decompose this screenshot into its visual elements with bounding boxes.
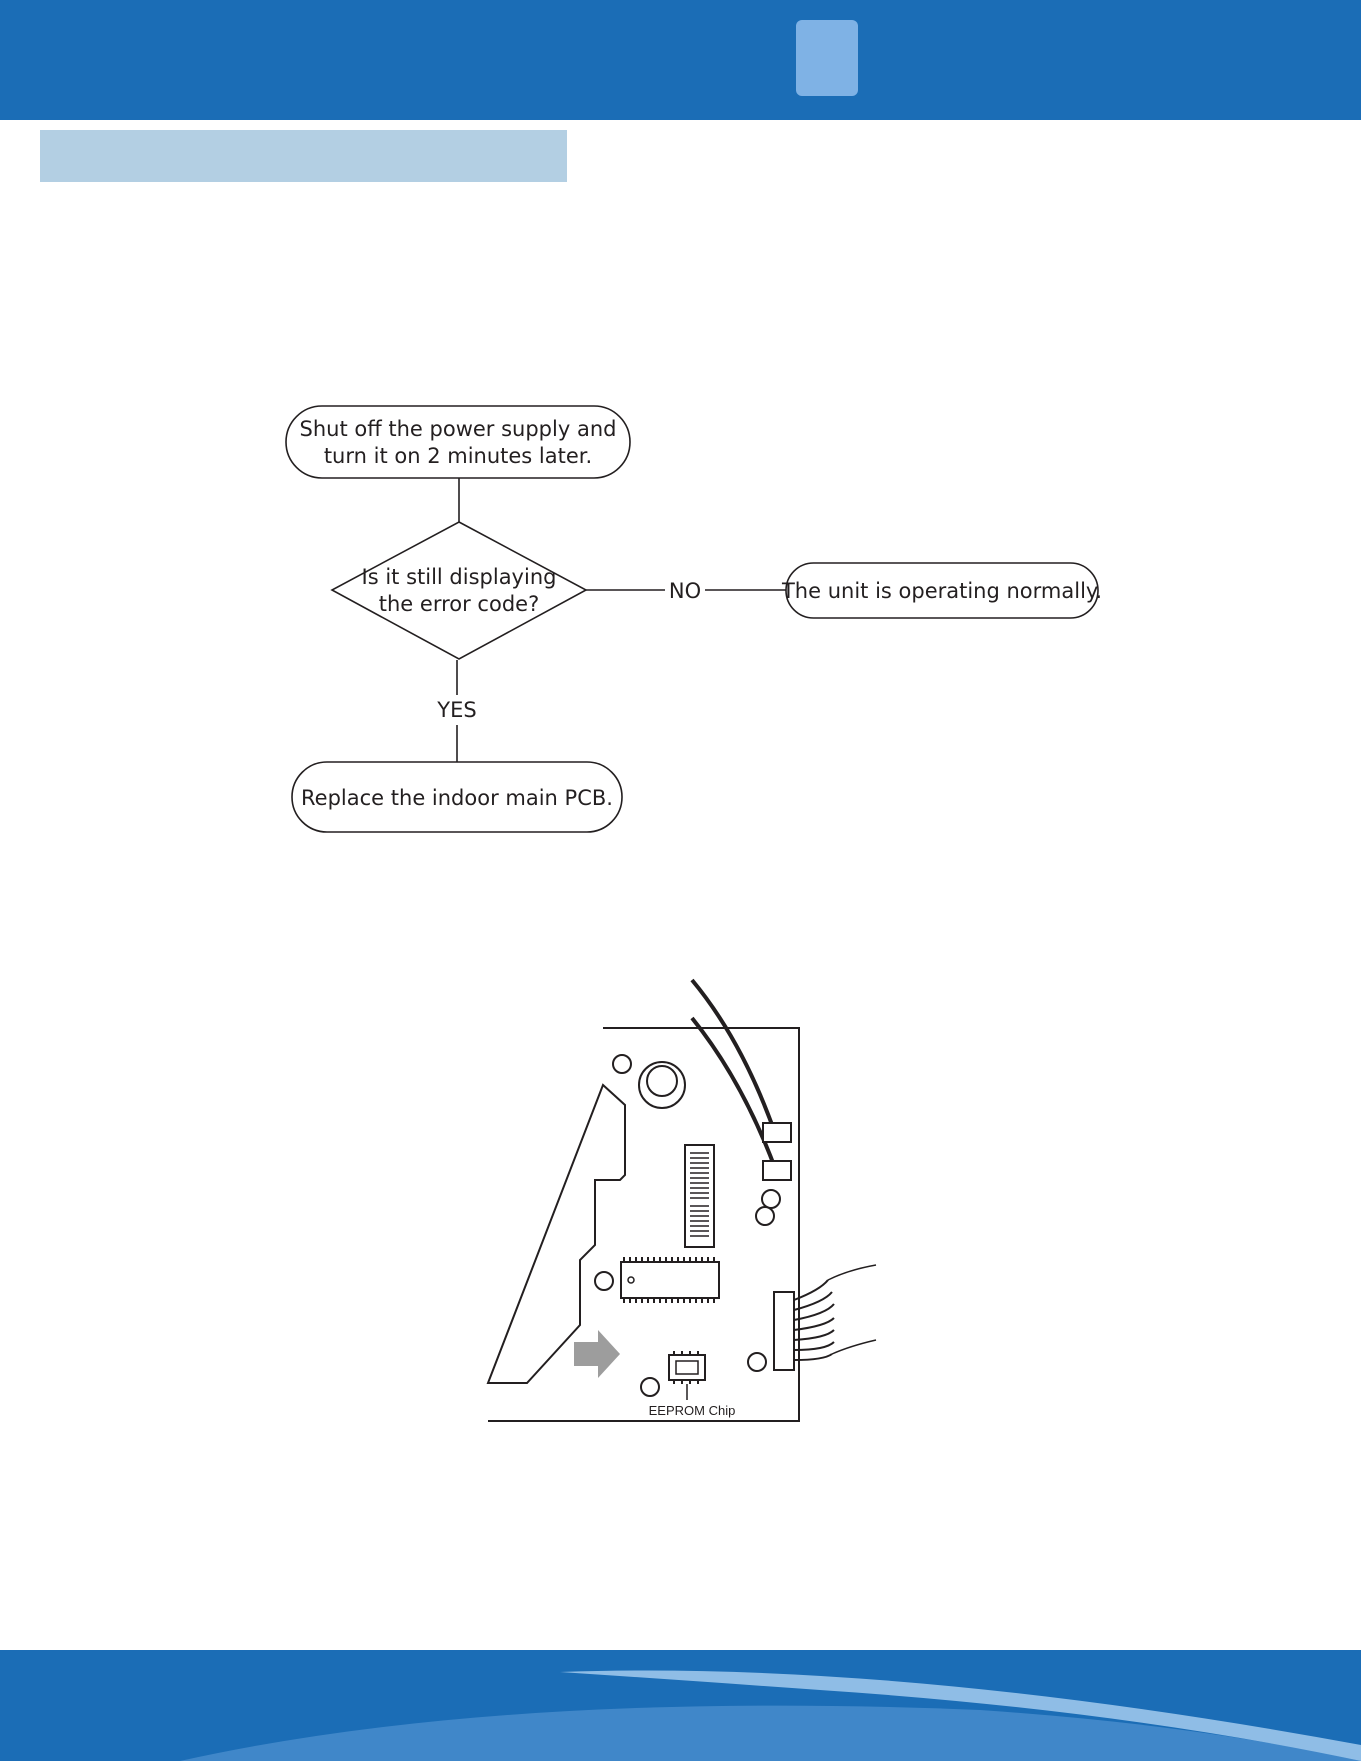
capacitor bbox=[756, 1207, 774, 1225]
capacitor bbox=[762, 1190, 780, 1208]
mounting-hole bbox=[613, 1055, 631, 1073]
wire-upper bbox=[692, 980, 775, 1133]
wire-connector-top bbox=[763, 1123, 791, 1142]
wire-connector-bottom bbox=[763, 1161, 791, 1180]
cable-sheath bbox=[828, 1265, 876, 1354]
cable-connector bbox=[774, 1292, 794, 1370]
mounting-hole bbox=[641, 1378, 659, 1396]
buzzer-inner bbox=[647, 1066, 677, 1096]
eeprom-chip bbox=[669, 1355, 705, 1380]
arrow-pointer-icon bbox=[574, 1330, 620, 1378]
page-footer bbox=[0, 1650, 1361, 1761]
microcontroller-ic bbox=[621, 1262, 719, 1298]
mounting-hole bbox=[748, 1353, 766, 1371]
mounting-hole bbox=[595, 1272, 613, 1290]
eeprom-chip-label: EEPROM Chip bbox=[649, 1403, 736, 1418]
